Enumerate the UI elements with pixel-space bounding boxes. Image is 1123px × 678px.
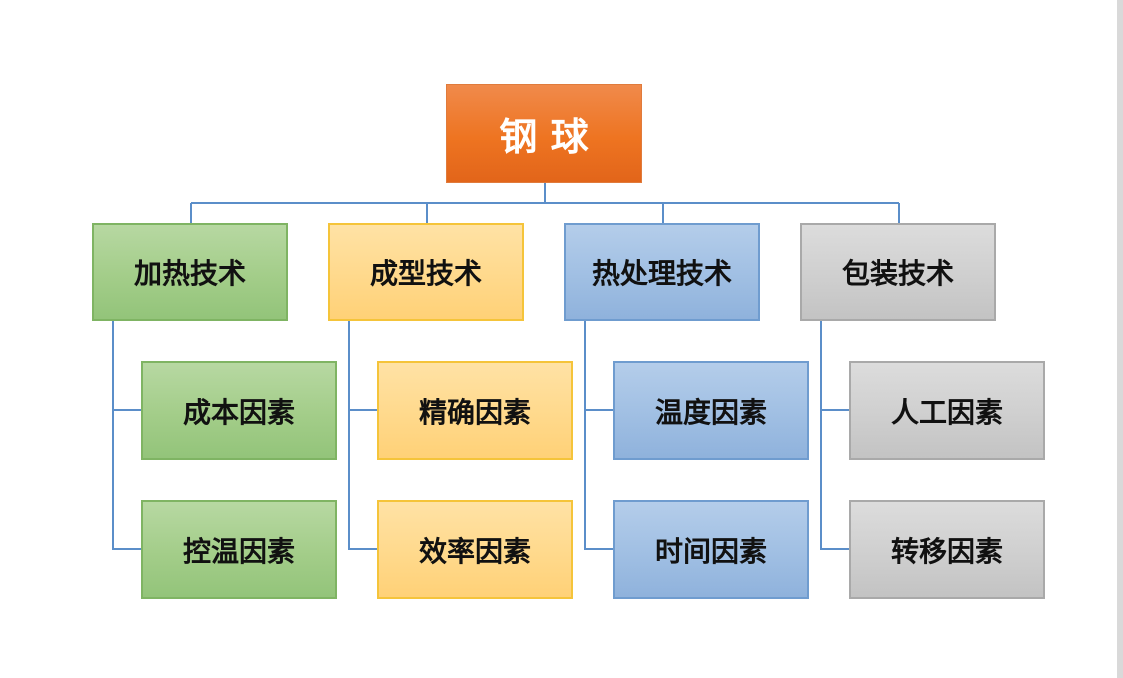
- root-node: 钢 球: [446, 84, 642, 183]
- connector-branch-4-child-2: [820, 410, 851, 550]
- leaf-node-temp-control: 控温因素: [141, 500, 337, 599]
- leaf-node-labor: 人工因素: [849, 361, 1045, 460]
- leaf-label: 温度因素: [654, 395, 767, 429]
- leaf-label: 成本因素: [182, 395, 295, 429]
- leaf-label: 人工因素: [890, 395, 1003, 429]
- branch-label: 热处理技术: [591, 257, 732, 290]
- connector-branch-1-child-1: [112, 321, 143, 411]
- leaf-label: 时间因素: [654, 534, 767, 568]
- leaf-node-transfer: 转移因素: [849, 500, 1045, 599]
- leaf-node-time: 时间因素: [613, 500, 809, 599]
- window-edge: [1117, 0, 1123, 678]
- leaf-node-temperature: 温度因素: [613, 361, 809, 460]
- leaf-label: 转移因素: [890, 534, 1003, 568]
- connector-branch-3-child-1: [584, 321, 615, 411]
- leaf-node-efficiency: 效率因素: [377, 500, 573, 599]
- leaf-node-cost: 成本因素: [141, 361, 337, 460]
- connector-branch-3-child-2: [584, 410, 615, 550]
- connector-branch-2-child-2: [348, 410, 379, 550]
- branch-node-forming: 成型技术: [328, 223, 524, 321]
- branch-label: 加热技术: [133, 257, 246, 290]
- branch-label: 成型技术: [369, 257, 482, 290]
- root-label: 钢 球: [499, 115, 589, 159]
- leaf-label: 效率因素: [418, 534, 531, 568]
- branch-node-packaging: 包装技术: [800, 223, 996, 321]
- connector-branch-2-child-1: [348, 321, 379, 411]
- branch-label: 包装技术: [841, 257, 954, 290]
- branch-node-heating: 加热技术: [92, 223, 288, 321]
- leaf-node-precision: 精确因素: [377, 361, 573, 460]
- branch-node-heat-treatment: 热处理技术: [564, 223, 760, 321]
- connector-branch-1-child-2: [112, 410, 143, 550]
- connector-branch-4-child-1: [820, 321, 851, 411]
- leaf-label: 控温因素: [182, 534, 295, 568]
- leaf-label: 精确因素: [418, 395, 531, 429]
